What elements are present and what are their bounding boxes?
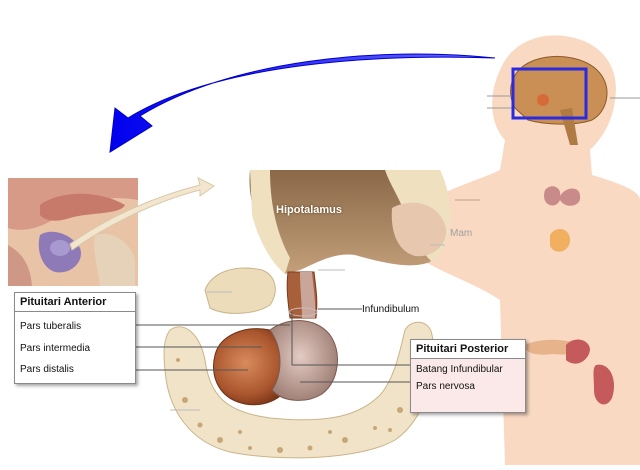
brain-inset bbox=[8, 177, 215, 286]
hypothalamus-tissue bbox=[204, 170, 451, 314]
posterior-item-pars-nervosa: Pars nervosa bbox=[416, 381, 475, 392]
anterior-item-pars-tuberalis: Pars tuberalis bbox=[20, 321, 82, 332]
sella-bone bbox=[163, 321, 435, 459]
posterior-box-title: Pituitari Posterior bbox=[411, 340, 525, 359]
anterior-box-title: Pituitari Anterior bbox=[15, 293, 135, 312]
infundibulum-label: Infundibulum bbox=[362, 304, 420, 315]
brain-highlight-frame bbox=[511, 67, 588, 120]
anterior-box-list: Pars tuberalis Pars intermedia Pars dist… bbox=[15, 312, 135, 383]
anterior-pituitary-box: Pituitari Anterior Pars tuberalis Pars i… bbox=[14, 292, 136, 384]
anterior-item-pars-distalis: Pars distalis bbox=[20, 364, 74, 375]
mam-partial-label: Mam bbox=[450, 228, 473, 239]
posterior-item-batang-infundibular: Batang Infundibular bbox=[416, 364, 503, 375]
anterior-item-pars-intermedia: Pars intermedia bbox=[20, 342, 91, 354]
posterior-pituitary-box: Pituitari Posterior Batang Infundibular … bbox=[410, 339, 526, 413]
zoom-arrow bbox=[109, 53, 496, 153]
pituitary-gland bbox=[213, 271, 338, 406]
hipotalamus-label: Hipotalamus bbox=[276, 204, 343, 216]
posterior-box-list: Batang Infundibular Pars nervosa bbox=[411, 359, 525, 397]
